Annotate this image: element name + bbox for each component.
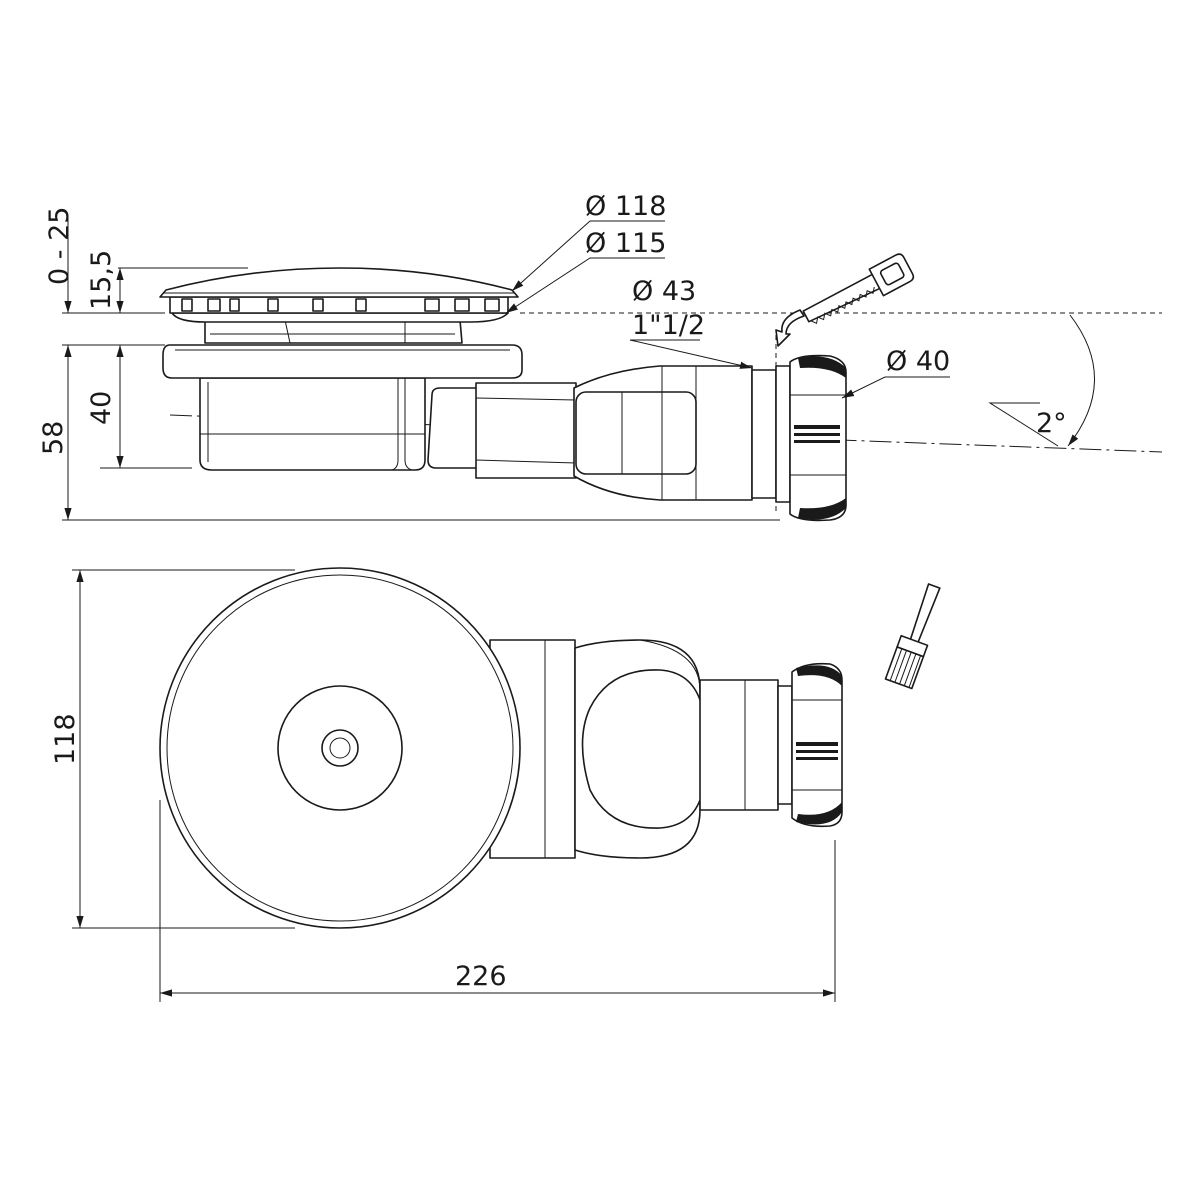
compression-nut-top [791, 662, 843, 828]
dim-length: 226 [455, 961, 507, 992]
dim-grate-height: 15,5 [86, 250, 117, 310]
dim-outlet-thread: 1"1/2 [632, 310, 705, 341]
plan-dimensions: 118 226 [50, 569, 836, 1002]
brush-icon [884, 583, 941, 690]
dim-outlet-dia: Ø 43 [632, 276, 696, 307]
grate-cap [159, 267, 519, 298]
grate-screw [321, 729, 359, 767]
height-dimensions: 0 - 25 15,5 40 58 [38, 207, 780, 521]
slope-indicator: 2° [988, 314, 1095, 447]
saw-icon [802, 253, 915, 325]
outlet-pipe [427, 365, 791, 503]
top-view: 118 226 [50, 567, 941, 1002]
diameter-callouts: Ø 118 Ø 115 Ø 43 1"1/2 Ø 40 [505, 191, 950, 399]
dim-total-height: 58 [38, 421, 69, 455]
dim-slope: 2° [1036, 408, 1067, 439]
dim-body-depth: 40 [86, 391, 117, 425]
dim-grate-inner-dia: Ø 115 [585, 228, 666, 259]
compression-nut [789, 354, 847, 522]
dim-width: 118 [50, 713, 81, 765]
dim-nut-dia: Ø 40 [886, 346, 950, 377]
outlet-assembly-top [489, 639, 793, 859]
grate-center-boss [277, 685, 403, 811]
body-flange [162, 344, 523, 379]
dim-adjust-range: 0 - 25 [44, 207, 75, 285]
grate-neck [204, 319, 463, 344]
grate-slots [169, 296, 509, 314]
drain-body [199, 377, 426, 471]
cut-arrow-icon [775, 309, 805, 347]
side-view: 0 - 25 15,5 40 58 Ø 118 Ø 115 Ø 43 1"1/2… [38, 191, 1163, 522]
grate-flange [171, 312, 509, 323]
dim-grate-outer-dia: Ø 118 [585, 191, 666, 222]
grate-outer [159, 567, 521, 929]
